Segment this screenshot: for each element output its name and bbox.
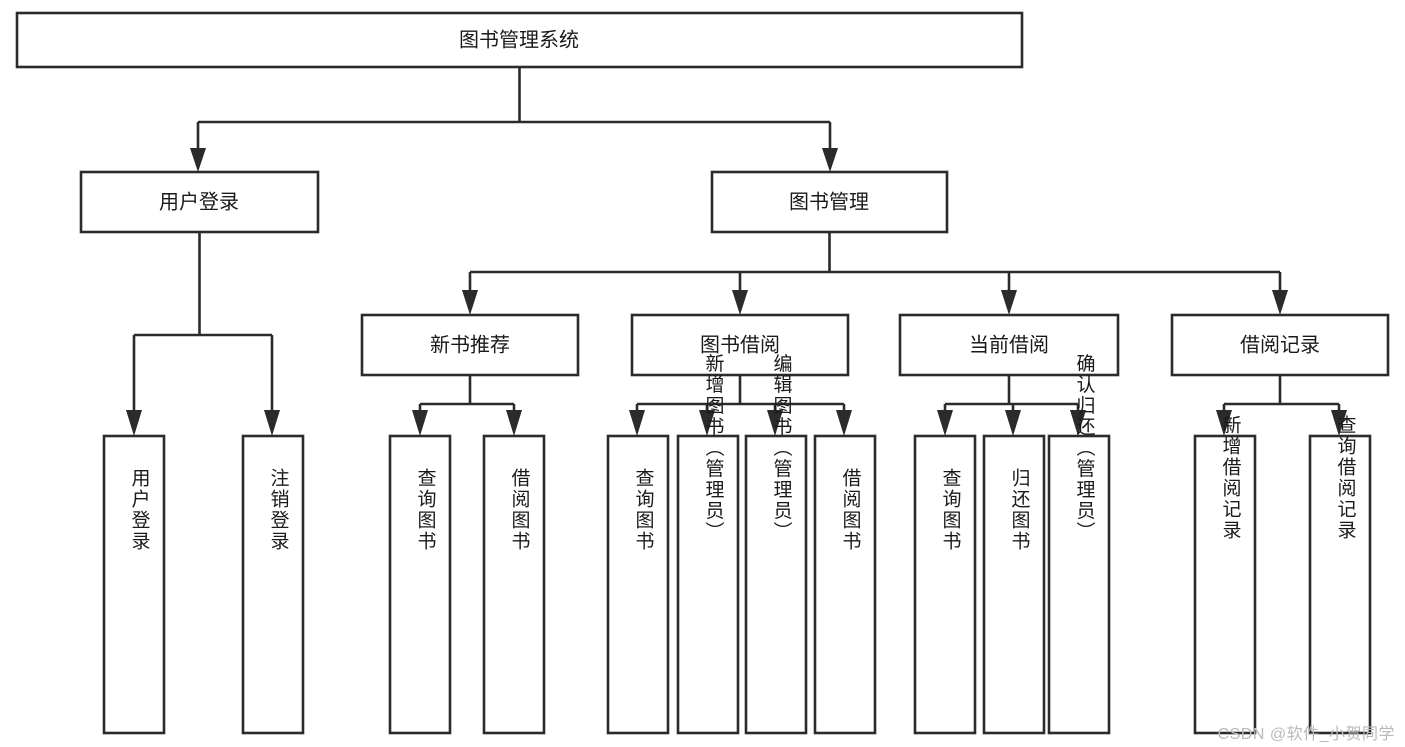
csdn-watermark: CSDN @软件_小贺同学 — [1217, 726, 1395, 743]
node-leaf-borrow-book-1[interactable]: 借阅图书 — [482, 434, 546, 735]
node-leaf-edit-book[interactable]: 编辑图书（管理员） — [744, 353, 808, 735]
arrow-user-login — [190, 148, 206, 172]
arrow-leaf-query-book-3 — [937, 410, 953, 436]
node-borrow-record-box[interactable] — [1170, 313, 1390, 377]
node-leaf-add-book-label: 新增图书（管理员） — [703, 353, 725, 542]
arrow-leaf-query-record — [1331, 410, 1347, 436]
arrow-book-management — [822, 148, 838, 172]
node-leaf-query-record-label: 查询借阅记录 — [1335, 415, 1357, 541]
arrow-leaf-edit-book — [767, 410, 783, 436]
node-leaf-add-record-label: 新增借阅记录 — [1220, 415, 1242, 541]
arrow-leaf-add-record — [1216, 410, 1232, 436]
node-leaf-user-login-label: 用户登录 — [129, 468, 151, 552]
node-leaf-add-book[interactable]: 新增图书（管理员） — [676, 353, 740, 735]
arrow-leaf-query-book-2 — [629, 410, 645, 436]
node-book-borrow[interactable]: 图书借阅 — [630, 313, 850, 377]
node-leaf-borrow-book-2-label: 借阅图书 — [840, 468, 862, 552]
node-leaf-user-login[interactable]: 用户登录 — [102, 434, 166, 735]
node-book-borrow-label: 图书借阅 — [700, 333, 780, 356]
node-user-login-label: 用户登录 — [159, 190, 239, 213]
node-leaf-query-book-2[interactable]: 查询图书 — [606, 434, 670, 735]
node-current-borrow[interactable]: 当前借阅 — [898, 313, 1120, 377]
arrow-leaf-confirm-return — [1070, 410, 1086, 436]
node-new-book-recommend-label: 新书推荐 — [430, 333, 510, 356]
node-borrow-record-label: 借阅记录 — [1240, 333, 1320, 356]
node-leaf-query-record-box[interactable] — [1308, 434, 1372, 735]
arrow-leaf-return-book — [1005, 410, 1021, 436]
node-leaf-confirm-return-box[interactable] — [1047, 434, 1111, 735]
arrow-leaf-add-book — [699, 410, 715, 436]
node-leaf-edit-book-box[interactable] — [744, 434, 808, 735]
node-leaf-add-record-box[interactable] — [1193, 434, 1257, 735]
arrow-leaf-logout-login — [264, 410, 280, 436]
node-book-management[interactable]: 图书管理 — [710, 170, 949, 234]
node-leaf-return-book-label: 归还图书 — [1009, 468, 1031, 552]
arrow-leaf-borrow-book-2 — [836, 410, 852, 436]
node-leaf-query-book-3[interactable]: 查询图书 — [913, 434, 977, 735]
arrow-borrow-record — [1272, 290, 1288, 315]
node-leaf-add-book-box[interactable] — [676, 434, 740, 735]
node-leaf-borrow-book-2-box[interactable] — [813, 434, 877, 735]
node-leaf-add-record[interactable]: 新增借阅记录 — [1193, 415, 1257, 735]
node-leaf-confirm-return[interactable]: 确认归还（管理员） — [1047, 353, 1111, 735]
arrow-current-borrow — [1001, 290, 1017, 315]
node-borrow-record[interactable]: 借阅记录 — [1170, 313, 1390, 377]
node-leaf-logout-login[interactable]: 注销登录 — [241, 434, 305, 735]
node-user-login-box[interactable] — [79, 170, 320, 234]
node-root[interactable]: 图书管理系统 — [15, 11, 1024, 69]
node-leaf-borrow-book-2[interactable]: 借阅图书 — [813, 434, 877, 735]
node-leaf-return-book-box[interactable] — [982, 434, 1046, 735]
node-current-borrow-label: 当前借阅 — [969, 333, 1049, 356]
node-new-book-recommend[interactable]: 新书推荐 — [360, 313, 580, 377]
node-leaf-query-book-1-box[interactable] — [388, 434, 452, 735]
arrow-leaf-user-login — [126, 410, 142, 436]
node-leaf-query-book-1-label: 查询图书 — [415, 468, 437, 552]
node-leaf-query-record[interactable]: 查询借阅记录 — [1308, 415, 1372, 735]
node-book-borrow-box[interactable] — [630, 313, 850, 377]
node-leaf-logout-login-label: 注销登录 — [268, 468, 290, 552]
arrow-book-borrow — [732, 290, 748, 315]
node-leaf-query-book-2-label: 查询图书 — [633, 468, 655, 552]
node-root-label: 图书管理系统 — [459, 28, 579, 51]
node-leaf-query-book-1[interactable]: 查询图书 — [388, 434, 452, 735]
arrow-leaf-query-book-1 — [412, 410, 428, 436]
node-leaf-return-book[interactable]: 归还图书 — [982, 434, 1046, 735]
node-leaf-query-book-3-box[interactable] — [913, 434, 977, 735]
node-leaf-borrow-book-1-label: 借阅图书 — [509, 468, 531, 552]
arrow-new-book-recommend — [462, 290, 478, 315]
node-leaf-logout-login-box[interactable] — [241, 434, 305, 735]
arrow-leaf-borrow-book-1 — [506, 410, 522, 436]
node-new-book-recommend-box[interactable] — [360, 313, 580, 377]
node-leaf-query-book-3-label: 查询图书 — [940, 468, 962, 552]
node-leaf-edit-book-label: 编辑图书（管理员） — [771, 353, 793, 542]
node-current-borrow-box[interactable] — [898, 313, 1120, 377]
node-leaf-borrow-book-1-box[interactable] — [482, 434, 546, 735]
node-book-management-box[interactable] — [710, 170, 949, 234]
node-book-management-label: 图书管理 — [789, 190, 869, 213]
connector-group — [126, 67, 1347, 436]
node-leaf-confirm-return-label: 确认归还（管理员） — [1074, 353, 1096, 542]
node-leaf-user-login-box[interactable] — [102, 434, 166, 735]
node-root-box[interactable] — [15, 11, 1024, 69]
node-user-login[interactable]: 用户登录 — [79, 170, 320, 234]
node-leaf-query-book-2-box[interactable] — [606, 434, 670, 735]
